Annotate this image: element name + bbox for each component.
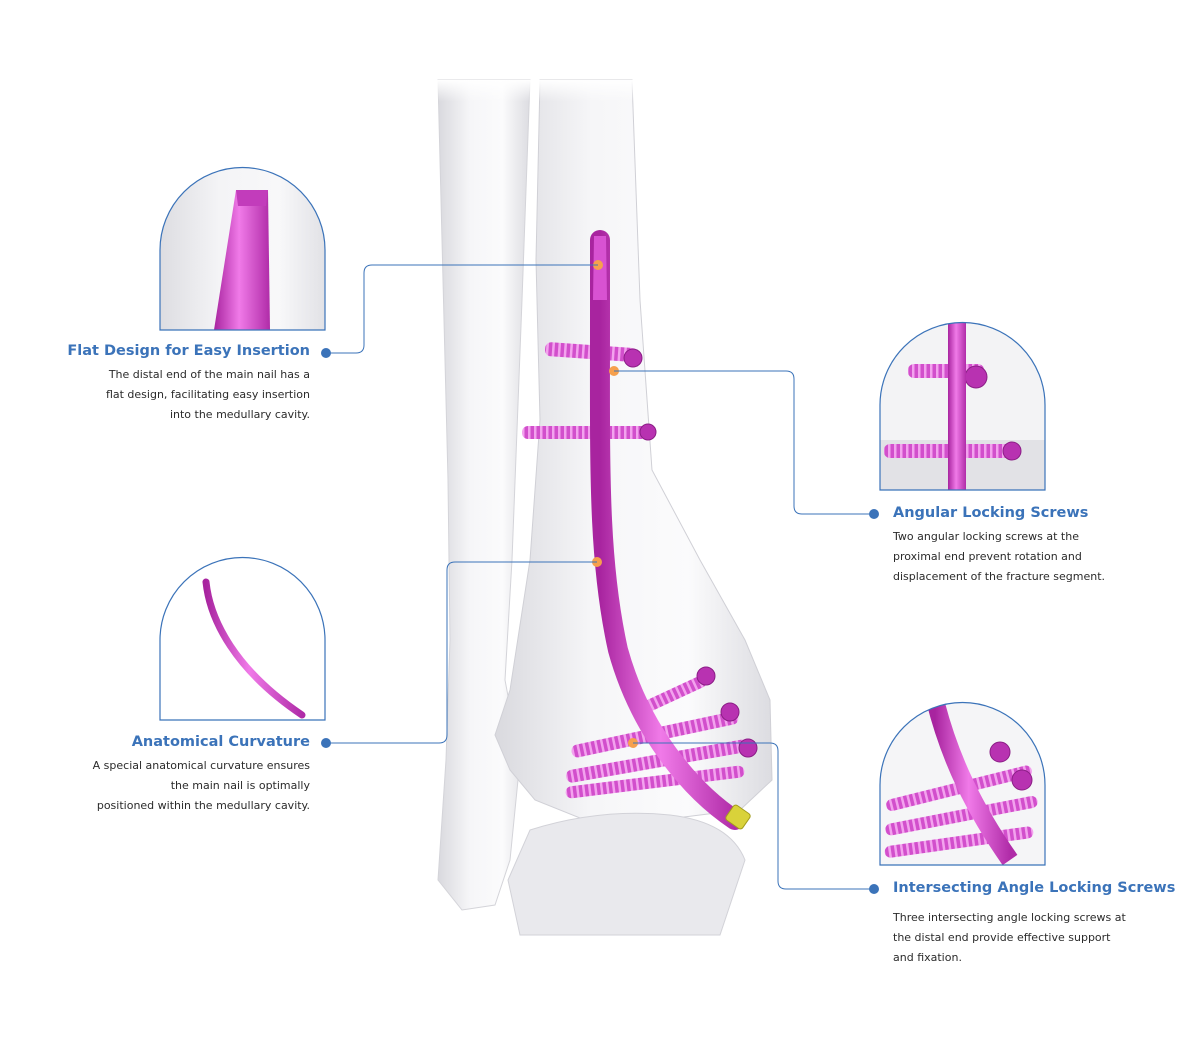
callout-anatomical-curvature: Anatomical Curvature A special anatomica… [10,734,310,816]
dot-intersecting-locking [869,884,879,894]
nail-end-cap [725,804,751,830]
callout-line: into the medullary cavity. [169,408,310,421]
callout-title: Angular Locking Screws [893,505,1089,521]
intersecting-screws-detail-icon [879,701,1046,866]
main-nail [589,230,745,830]
distal-screw-head-3 [738,738,758,758]
distal-screw-3 [565,765,745,799]
connector-flat-design [326,264,598,354]
callout-title: Flat Design for Easy Insertion [67,343,310,359]
distal-screw-2 [566,739,749,783]
callout-line: Two angular locking screws at the [893,530,1079,543]
callout-line: displacement of the fracture segment. [893,570,1106,583]
dot-flat-design [321,348,331,358]
callout-description: A special anatomical curvature ensures t… [10,756,310,816]
callout-intersecting-locking: Intersecting Angle Locking Screws Three … [893,880,1188,968]
callout-title: Intersecting Angle Locking Screws [893,880,1176,896]
callout-line: positioned within the medullary cavity. [96,799,310,812]
dot-anatomical-curvature [321,738,331,748]
callout-line: flat design, facilitating easy insertion [105,388,310,401]
curved-nail-detail-icon [159,556,326,721]
callout-description: The distal end of the main nail has a fl… [10,365,310,425]
callout-line: proximal end prevent rotation and [893,550,1082,563]
dot-angular-locking [869,509,879,519]
callout-line: the main nail is optimally [170,779,310,792]
connector-intersecting-locking [633,742,874,890]
callout-line: Three intersecting angle locking screws … [893,911,1126,924]
distal-screw-head-1 [696,666,716,686]
distal-screw-4 [633,675,707,717]
callout-line: and fixation. [893,951,962,964]
proximal-screw-1-head [623,348,643,368]
callout-line: the distal end provide effective support [893,931,1111,944]
fibula-bone [437,79,531,911]
proximal-screw-2-head [639,423,657,441]
connector-anatomical-curvature [326,561,597,744]
callout-flat-design: Flat Design for Easy Insertion The dista… [10,343,310,425]
distal-screw-head-2 [720,702,740,722]
connector-angular-locking [614,370,874,515]
talus-bone [507,812,746,936]
callout-description: Three intersecting angle locking screws … [893,908,1188,968]
proximal-screw-2 [522,426,650,439]
angular-screws-detail-icon [879,321,1046,491]
nail-tip-detail-icon [159,166,326,331]
callout-line: A special anatomical curvature ensures [92,759,310,772]
callout-title: Anatomical Curvature [131,734,310,750]
callout-angular-locking: Angular Locking Screws Two angular locki… [893,505,1183,587]
callout-description: Two angular locking screws at the proxim… [893,527,1183,587]
callout-line: The distal end of the main nail has a [108,368,310,381]
